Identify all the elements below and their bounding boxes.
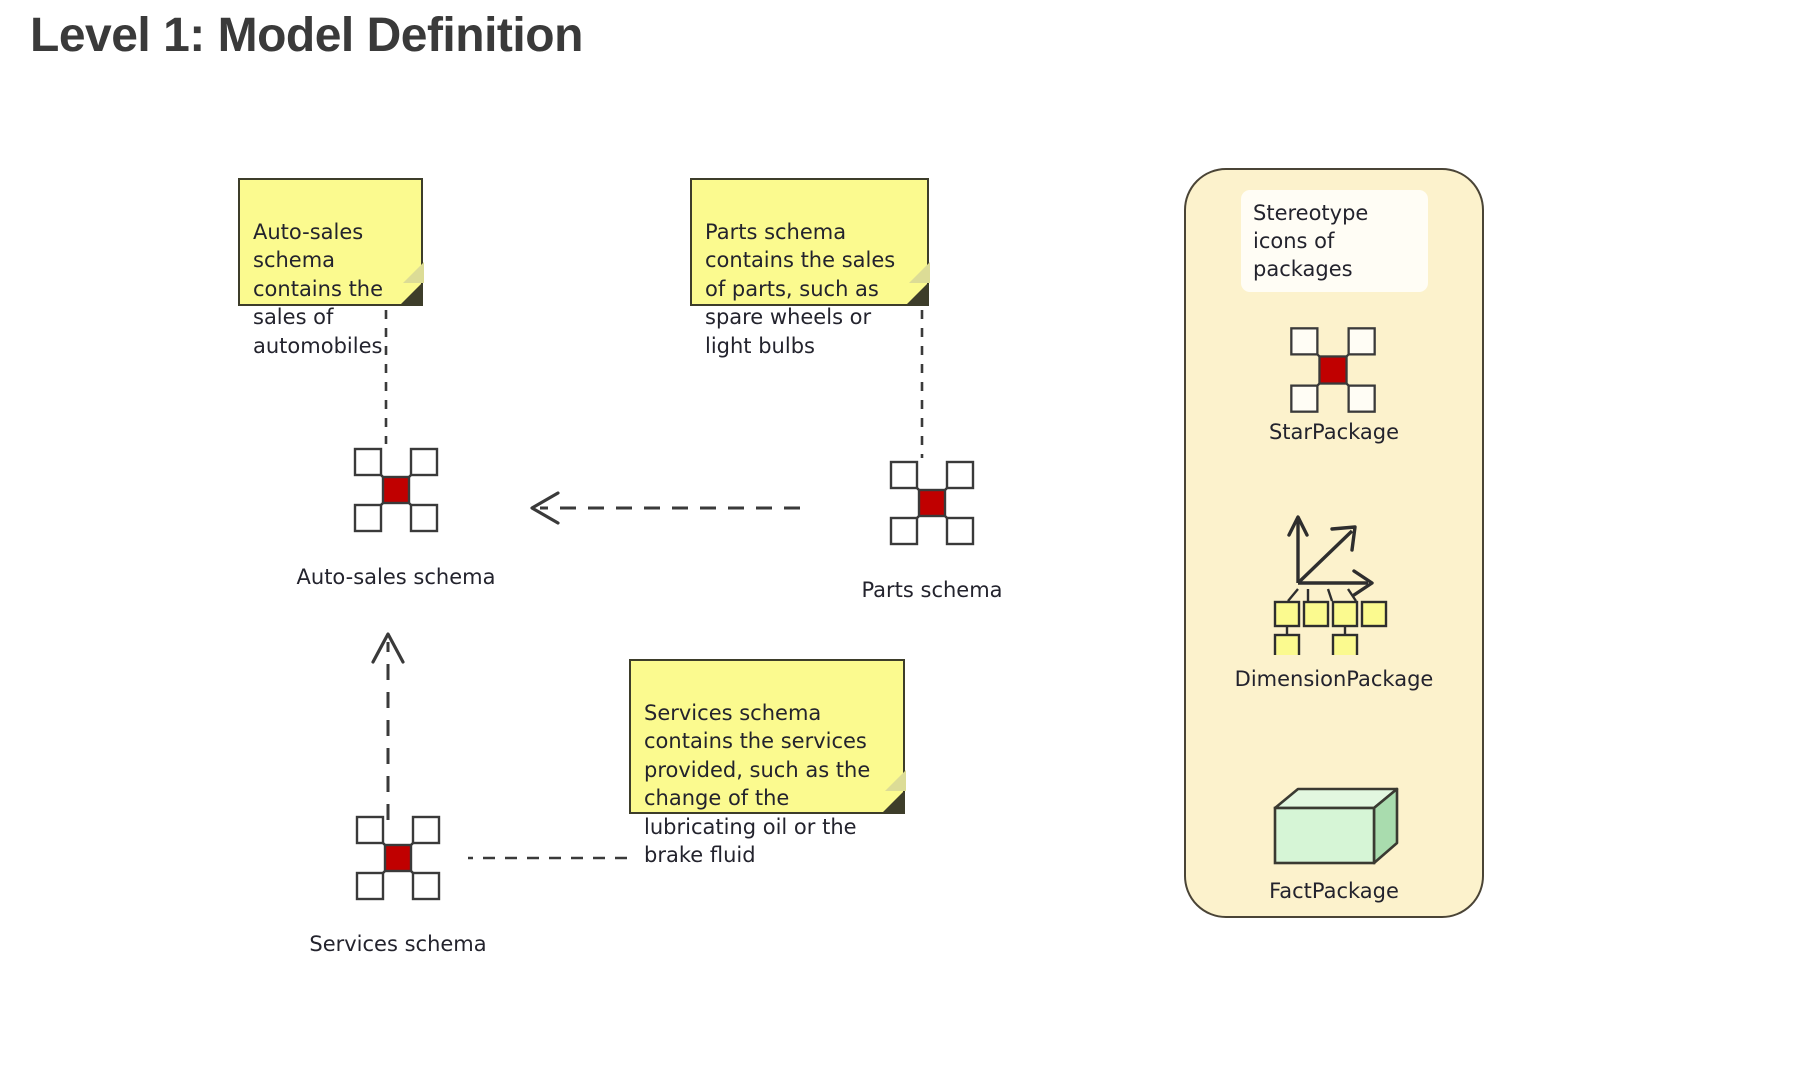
node-label-services: Services schema bbox=[309, 932, 487, 956]
note-services-text: Services schema contains the services pr… bbox=[644, 700, 871, 868]
star-package-icon-services[interactable] bbox=[350, 810, 446, 906]
dependency-parts-to-auto-sales-arrowhead bbox=[530, 491, 560, 525]
node-label-auto-sales: Auto-sales schema bbox=[296, 565, 496, 589]
legend-label-dimension-package: DimensionPackage bbox=[1234, 667, 1434, 691]
note-auto-sales: Auto-sales schema contains the sales of … bbox=[238, 178, 424, 358]
star-package-icon-parts[interactable] bbox=[884, 455, 980, 551]
note-parts-text: Parts schema contains the sales of parts… bbox=[705, 219, 896, 358]
note-auto-sales-text: Auto-sales schema contains the sales of … bbox=[253, 219, 384, 358]
fact-package-icon-legend bbox=[1273, 787, 1399, 865]
page-title: Level 1: Model Definition bbox=[30, 9, 583, 62]
note-fold-inner bbox=[909, 262, 930, 283]
star-package-icon-legend bbox=[1290, 327, 1376, 413]
dimension-package-icon-legend bbox=[1273, 515, 1388, 655]
legend-label-fact-package: FactPackage bbox=[1269, 879, 1399, 903]
node-label-parts: Parts schema bbox=[861, 578, 1003, 602]
legend-caption: Stereotype icons of packages bbox=[1241, 190, 1428, 292]
note-fold-icon bbox=[881, 770, 906, 814]
dependency-services-to-auto-sales-arrowhead bbox=[371, 632, 405, 664]
note-fold-icon bbox=[399, 262, 424, 306]
star-package-icon-auto-sales[interactable] bbox=[348, 442, 444, 538]
legend-label-star-package: StarPackage bbox=[1268, 420, 1400, 444]
note-services: Services schema contains the services pr… bbox=[629, 659, 906, 867]
note-fold-icon bbox=[905, 262, 930, 306]
note-fold-inner bbox=[885, 770, 906, 791]
note-parts: Parts schema contains the sales of parts… bbox=[690, 178, 930, 358]
note-fold-inner bbox=[403, 262, 424, 283]
